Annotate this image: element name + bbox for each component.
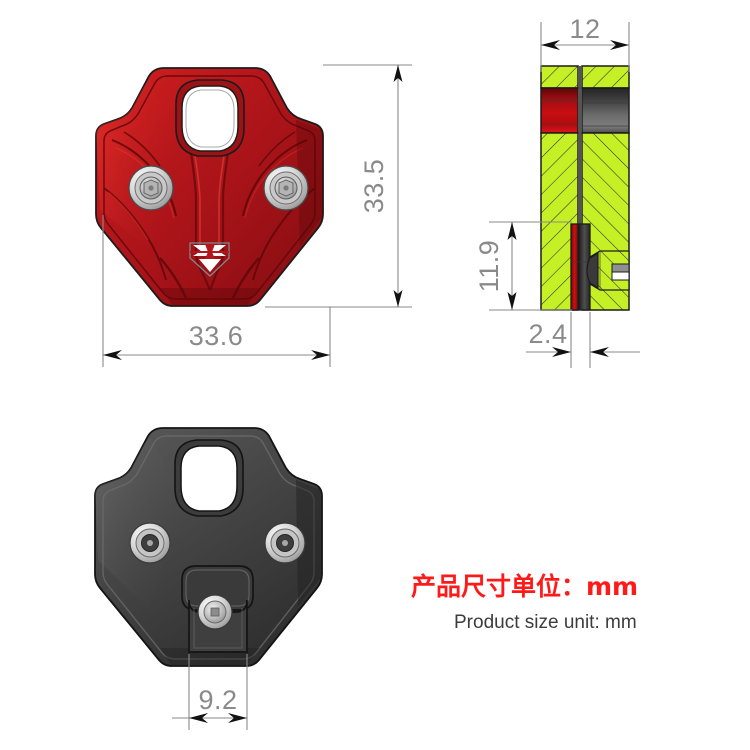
black-part-hook-hole — [180, 445, 238, 512]
red-part-groove-bottom-right — [231, 257, 260, 299]
section-gray-block — [581, 87, 630, 134]
red-part-hook-hole-inner-edge — [185, 89, 235, 148]
black-part-inner-bevel — [102, 435, 315, 660]
front-view-black-part: 9.2 — [94, 427, 323, 730]
dimension-height-11-9: 11.9 — [474, 221, 572, 311]
black-part-bolt-left — [129, 522, 171, 564]
section-view: 12 11.9 2.4 — [474, 14, 640, 368]
dimension-tab-9-2: 9.2 — [172, 654, 248, 730]
red-part-bolt-right — [263, 165, 309, 211]
dimension-value-9-2: 9.2 — [198, 685, 237, 715]
unit-note-english: Product size unit: mm — [454, 612, 637, 633]
red-part-groove-bottom-left — [159, 257, 188, 299]
dimension-thickness-12: 12 — [540, 14, 630, 72]
red-part-groove-right-1 — [242, 139, 308, 217]
section-bolt-pocket — [586, 250, 630, 291]
black-part-highlight — [95, 438, 185, 610]
red-part-right-shadow — [296, 120, 323, 246]
black-part-bolt-right — [264, 522, 306, 564]
black-part-center-bolt — [197, 594, 233, 630]
red-part-groove-right-2 — [244, 147, 304, 219]
dimension-value-11-9: 11.9 — [474, 240, 504, 293]
unit-note-block: 产品尺寸单位：mm Product size unit: mm — [411, 572, 638, 633]
section-top-cap-right — [581, 65, 630, 89]
red-part-groove-left-3 — [123, 131, 161, 167]
red-part-groove-right-3 — [258, 131, 296, 167]
black-part-lower-slot-inner — [185, 569, 250, 607]
dimension-value-33-6: 33.6 — [189, 321, 244, 351]
black-part-right-shadow — [296, 480, 322, 606]
red-part-groove-left-4 — [103, 187, 167, 281]
unit-note-chinese: 产品尺寸单位：mm — [411, 572, 638, 601]
section-red-block — [540, 87, 579, 134]
front-view-red-part: 33.5 33.6 — [95, 64, 412, 367]
red-part-inner-bevel — [103, 75, 316, 300]
dimension-value-2-4: 2.4 — [528, 319, 567, 349]
red-part-groove-left-5 — [107, 191, 149, 241]
section-top-cap-left — [540, 65, 579, 89]
red-part-hook-hole — [181, 85, 239, 152]
dimension-gap-2-4: 2.4 — [526, 312, 640, 368]
black-part-tab-inner-edge — [193, 608, 243, 649]
dimension-width-33-6: 33.6 — [102, 215, 331, 367]
red-part-bolt-left — [128, 165, 174, 211]
dimension-value-33-5: 33.5 — [359, 159, 389, 214]
dimension-height-33-5: 33.5 — [265, 64, 412, 308]
dimension-value-12: 12 — [569, 14, 600, 44]
x-shield-logo — [189, 242, 230, 277]
red-part-bottom-shadow — [160, 288, 260, 306]
section-lower-red-strip — [570, 223, 579, 311]
